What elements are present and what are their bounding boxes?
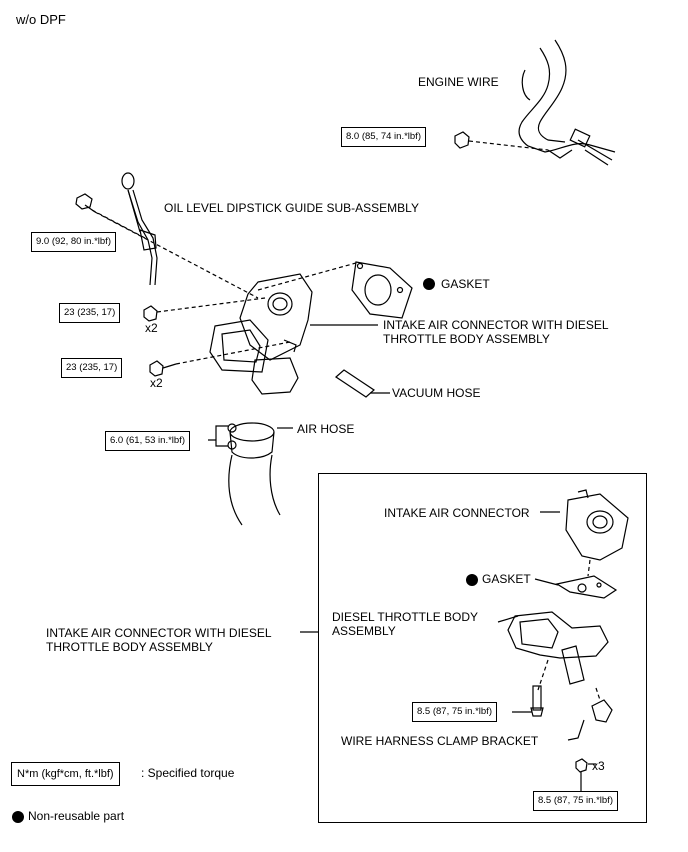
dipstick-bolt [75,193,146,239]
callout-intake-line1: INTAKE AIR CONNECTOR WITH DIESEL [46,626,272,640]
detail-torque-bracket: 8.5 (87, 75 in.*lbf) [533,791,618,811]
air-hose-part [227,422,293,526]
nonreusable-detail-gasket-icon [466,574,478,586]
gasket-part [351,261,413,319]
label-intake-assembly-line2: THROTTLE BODY ASSEMBLY [383,332,550,346]
qty-x2-upper: x2 [145,321,158,335]
detail-intake-connector [565,489,629,561]
label-engine-wire: ENGINE WIRE [418,75,499,89]
nonreusable-gasket-icon [423,278,435,290]
legend-nonreusable-text: Non-reusable part [28,809,125,823]
detail-label-gasket: GASKET [482,572,531,586]
vacuum-hose-part [335,369,390,398]
detail-bolt [530,659,549,717]
legend-torque-desc: : Specified torque [141,766,235,780]
detail-label-intake-connector: INTAKE AIR CONNECTOR [384,506,530,520]
detail-label-throttle-line2: ASSEMBLY [332,624,396,638]
dipstick-guide [121,172,158,286]
detail-throttle-body [507,611,609,685]
qty-x2-lower: x2 [150,376,163,390]
detail-qty-x3: x3 [592,759,605,773]
legend-nonreusable-icon [12,811,24,823]
legend-torque-unit: N*m (kgf*cm, ft.*lbf) [11,762,120,786]
engine-wire-harness [518,39,616,166]
detail-panel [318,473,647,823]
callout-intake-line2: THROTTLE BODY ASSEMBLY [46,640,213,654]
torque-bolt-lower: 23 (235, 17) [61,358,123,378]
torque-air-hose: 6.0 (61, 53 in.*lbf) [105,431,190,451]
label-air-hose: AIR HOSE [297,422,355,436]
intake-assembly-part [209,273,313,395]
label-intake-assembly-line1: INTAKE AIR CONNECTOR WITH DIESEL [383,318,609,332]
detail-label-clamp-bracket: WIRE HARNESS CLAMP BRACKET [341,734,539,748]
variant-title: w/o DPF [16,12,66,27]
label-gasket: GASKET [441,277,490,291]
bolt-upper [143,297,266,322]
detail-clamp-bracket [567,687,613,741]
detail-torque-bolt: 8.5 (87, 75 in.*lbf) [412,702,497,722]
bolt-lower [149,341,291,377]
label-dipstick-guide: OIL LEVEL DIPSTICK GUIDE SUB-ASSEMBLY [164,201,419,215]
torque-engine-wire: 8.0 (85, 74 in.*lbf) [341,127,426,147]
torque-dipstick: 9.0 (92, 80 in.*lbf) [31,232,116,252]
label-vacuum-hose: VACUUM HOSE [392,386,481,400]
engine-wire-nut [454,131,549,151]
detail-gasket [555,575,618,599]
torque-bolt-upper: 23 (235, 17) [59,303,121,323]
detail-label-throttle-line1: DIESEL THROTTLE BODY [332,610,479,624]
